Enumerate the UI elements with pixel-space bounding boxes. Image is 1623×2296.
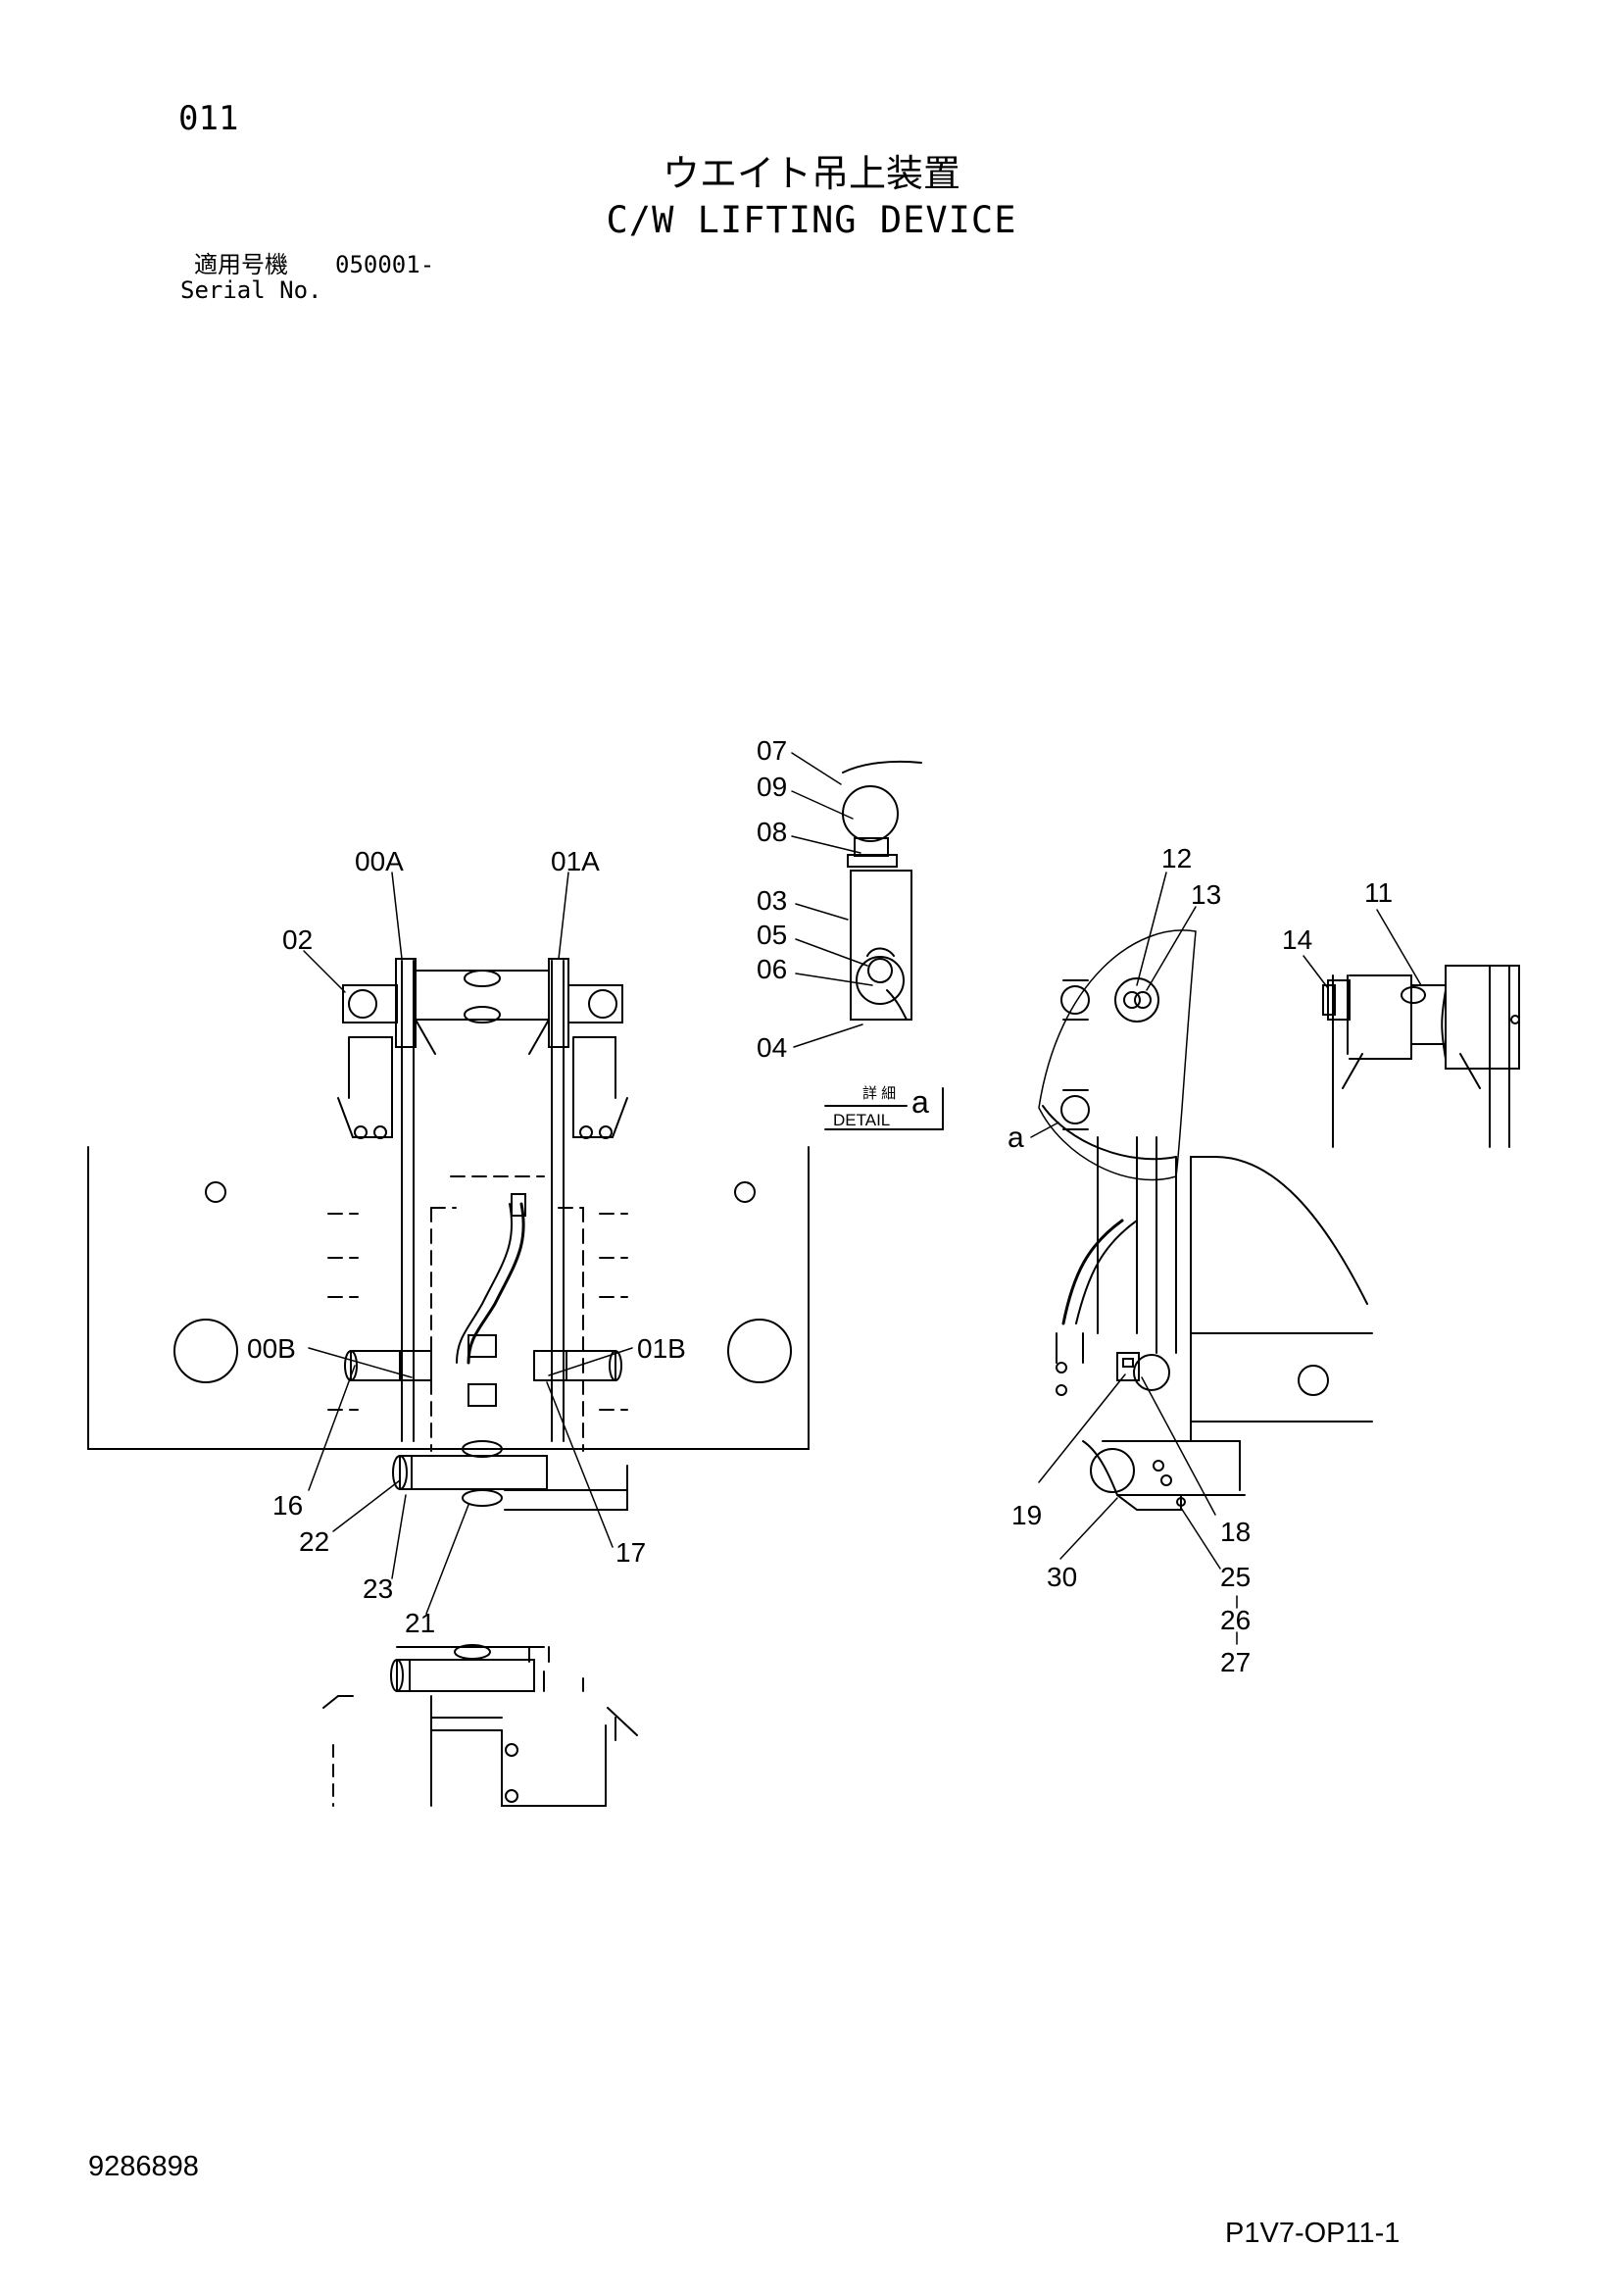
- callout-13: 13: [1191, 879, 1221, 910]
- serial-label-english: Serial No.: [180, 276, 322, 304]
- callout-02: 02: [282, 924, 313, 955]
- callout-19: 19: [1011, 1500, 1042, 1530]
- callout-26: 26: [1220, 1605, 1251, 1635]
- callout-08: 08: [757, 817, 787, 847]
- detail-label-english: DETAIL: [833, 1111, 890, 1129]
- serial-value: 050001-: [335, 251, 435, 278]
- main-front-view: [87, 958, 810, 1511]
- callout-11: 11: [1364, 877, 1393, 908]
- callout-17: 17: [615, 1537, 646, 1568]
- detail-label-letter: a: [911, 1084, 929, 1120]
- callout-27: 27: [1220, 1647, 1251, 1677]
- callout-21: 21: [405, 1608, 435, 1638]
- callout-00A: 00A: [355, 846, 404, 876]
- small-view-11-14: [1322, 965, 1520, 1148]
- callout-01B: 01B: [637, 1333, 686, 1364]
- side-view: [1038, 929, 1373, 1511]
- callout-05: 05: [757, 920, 787, 950]
- detail-label-japanese: 詳 細: [862, 1085, 896, 1102]
- title-japanese: ウエイト吊上装置: [662, 152, 960, 195]
- callout-09: 09: [757, 772, 787, 802]
- callout-00B: 00B: [247, 1333, 296, 1364]
- callout-30: 30: [1047, 1562, 1077, 1592]
- callout-23: 23: [363, 1573, 393, 1604]
- detail-marker-a: a: [1008, 1122, 1024, 1154]
- detail-a-view: [824, 760, 944, 1130]
- title-english: C/W LIFTING DEVICE: [606, 199, 1017, 241]
- callout-06: 06: [757, 954, 787, 984]
- callout-12: 12: [1161, 843, 1192, 873]
- callout-18: 18: [1220, 1517, 1251, 1547]
- callout-04: 04: [757, 1032, 787, 1063]
- leader-lines: [303, 752, 1422, 1645]
- callout-22: 22: [299, 1526, 329, 1557]
- page-number: 011: [178, 99, 239, 138]
- document-number: 9286898: [88, 2151, 199, 2182]
- callout-01A: 01A: [551, 846, 600, 876]
- callout-16: 16: [272, 1490, 303, 1521]
- callout-03: 03: [757, 885, 787, 916]
- sheet-number: P1V7-OP11-1: [1225, 2218, 1401, 2249]
- lower-section-view: [322, 1644, 638, 1807]
- callout-07: 07: [757, 735, 787, 766]
- callout-25: 25: [1220, 1562, 1251, 1592]
- callout-14: 14: [1282, 924, 1312, 955]
- serial-label-japanese: 適用号機: [194, 251, 288, 278]
